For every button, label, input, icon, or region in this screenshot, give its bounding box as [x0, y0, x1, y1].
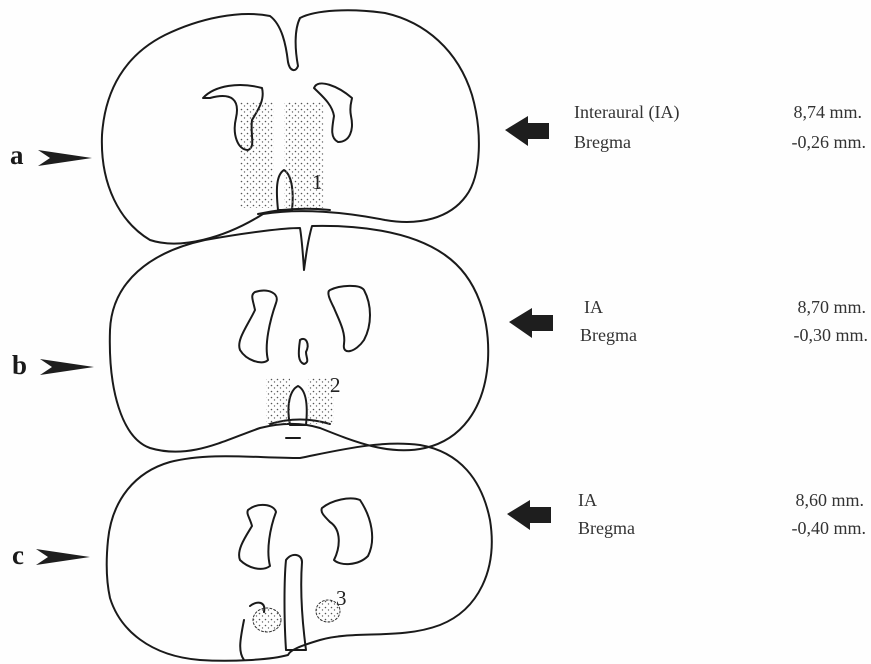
coordinates-a: Interaural (IA) 8,74 mm. Bregma -0,26 mm… [574, 99, 866, 159]
coord-c-bregma-value: -0,40 mm. [792, 515, 867, 542]
panel-letter-b: b [12, 350, 27, 380]
section-b-ventricle-left [239, 291, 277, 363]
region-label-3: 3 [336, 586, 347, 610]
coord-a-bregma-label: Bregma [574, 129, 631, 156]
coord-c-ia-value: 8,60 mm. [795, 487, 864, 514]
coord-b-bregma-value: -0,30 mm. [794, 322, 869, 349]
block-arrow-b-icon [509, 308, 553, 338]
coord-a-ia-label: Interaural (IA) [574, 99, 679, 126]
coord-c-bregma-label: Bregma [578, 515, 635, 542]
section-c-ventricle-left [239, 505, 276, 569]
pointer-c-arrowhead-icon [36, 549, 90, 565]
right-arrows [505, 116, 553, 530]
section-a-stipple-left [240, 102, 274, 208]
section-c [107, 444, 492, 661]
section-c-midline-canal [285, 555, 307, 650]
coord-c-ia-label: IA [578, 487, 597, 514]
coord-a-bregma-value: -0,26 mm. [792, 129, 867, 156]
coord-a-ia-value: 8,74 mm. [793, 99, 862, 126]
section-b-outline [110, 226, 488, 452]
block-arrow-c-icon [507, 500, 551, 530]
section-b [110, 226, 488, 452]
coord-b-bregma-label: Bregma [580, 322, 637, 349]
pointer-a-arrowhead-icon [38, 150, 92, 166]
coord-b-ia-value: 8,70 mm. [797, 294, 866, 321]
coordinates-b: IA 8,70 mm. Bregma -0,30 mm. [580, 294, 870, 354]
panel-letter-c: c [12, 540, 24, 570]
section-c-nucleus-left [253, 608, 281, 632]
section-c-outline [107, 444, 492, 661]
left-pointers [36, 150, 94, 565]
section-b-stipple-left [266, 378, 290, 424]
block-arrow-a-icon [505, 116, 549, 146]
region-label-2: 2 [330, 373, 341, 397]
pointer-b-arrowhead-icon [40, 359, 94, 375]
section-c-ventricle-right [321, 498, 372, 564]
coord-b-ia-label: IA [584, 294, 603, 321]
panel-letter-a: a [10, 140, 24, 170]
region-label-1: 1 [312, 170, 323, 194]
section-a [102, 10, 479, 243]
section-c-left-tract [240, 620, 244, 660]
coordinates-c: IA 8,60 mm. Bregma -0,40 mm. [578, 487, 868, 547]
section-b-ventricle-right [328, 286, 370, 351]
section-b-third-ventricle [299, 339, 308, 364]
